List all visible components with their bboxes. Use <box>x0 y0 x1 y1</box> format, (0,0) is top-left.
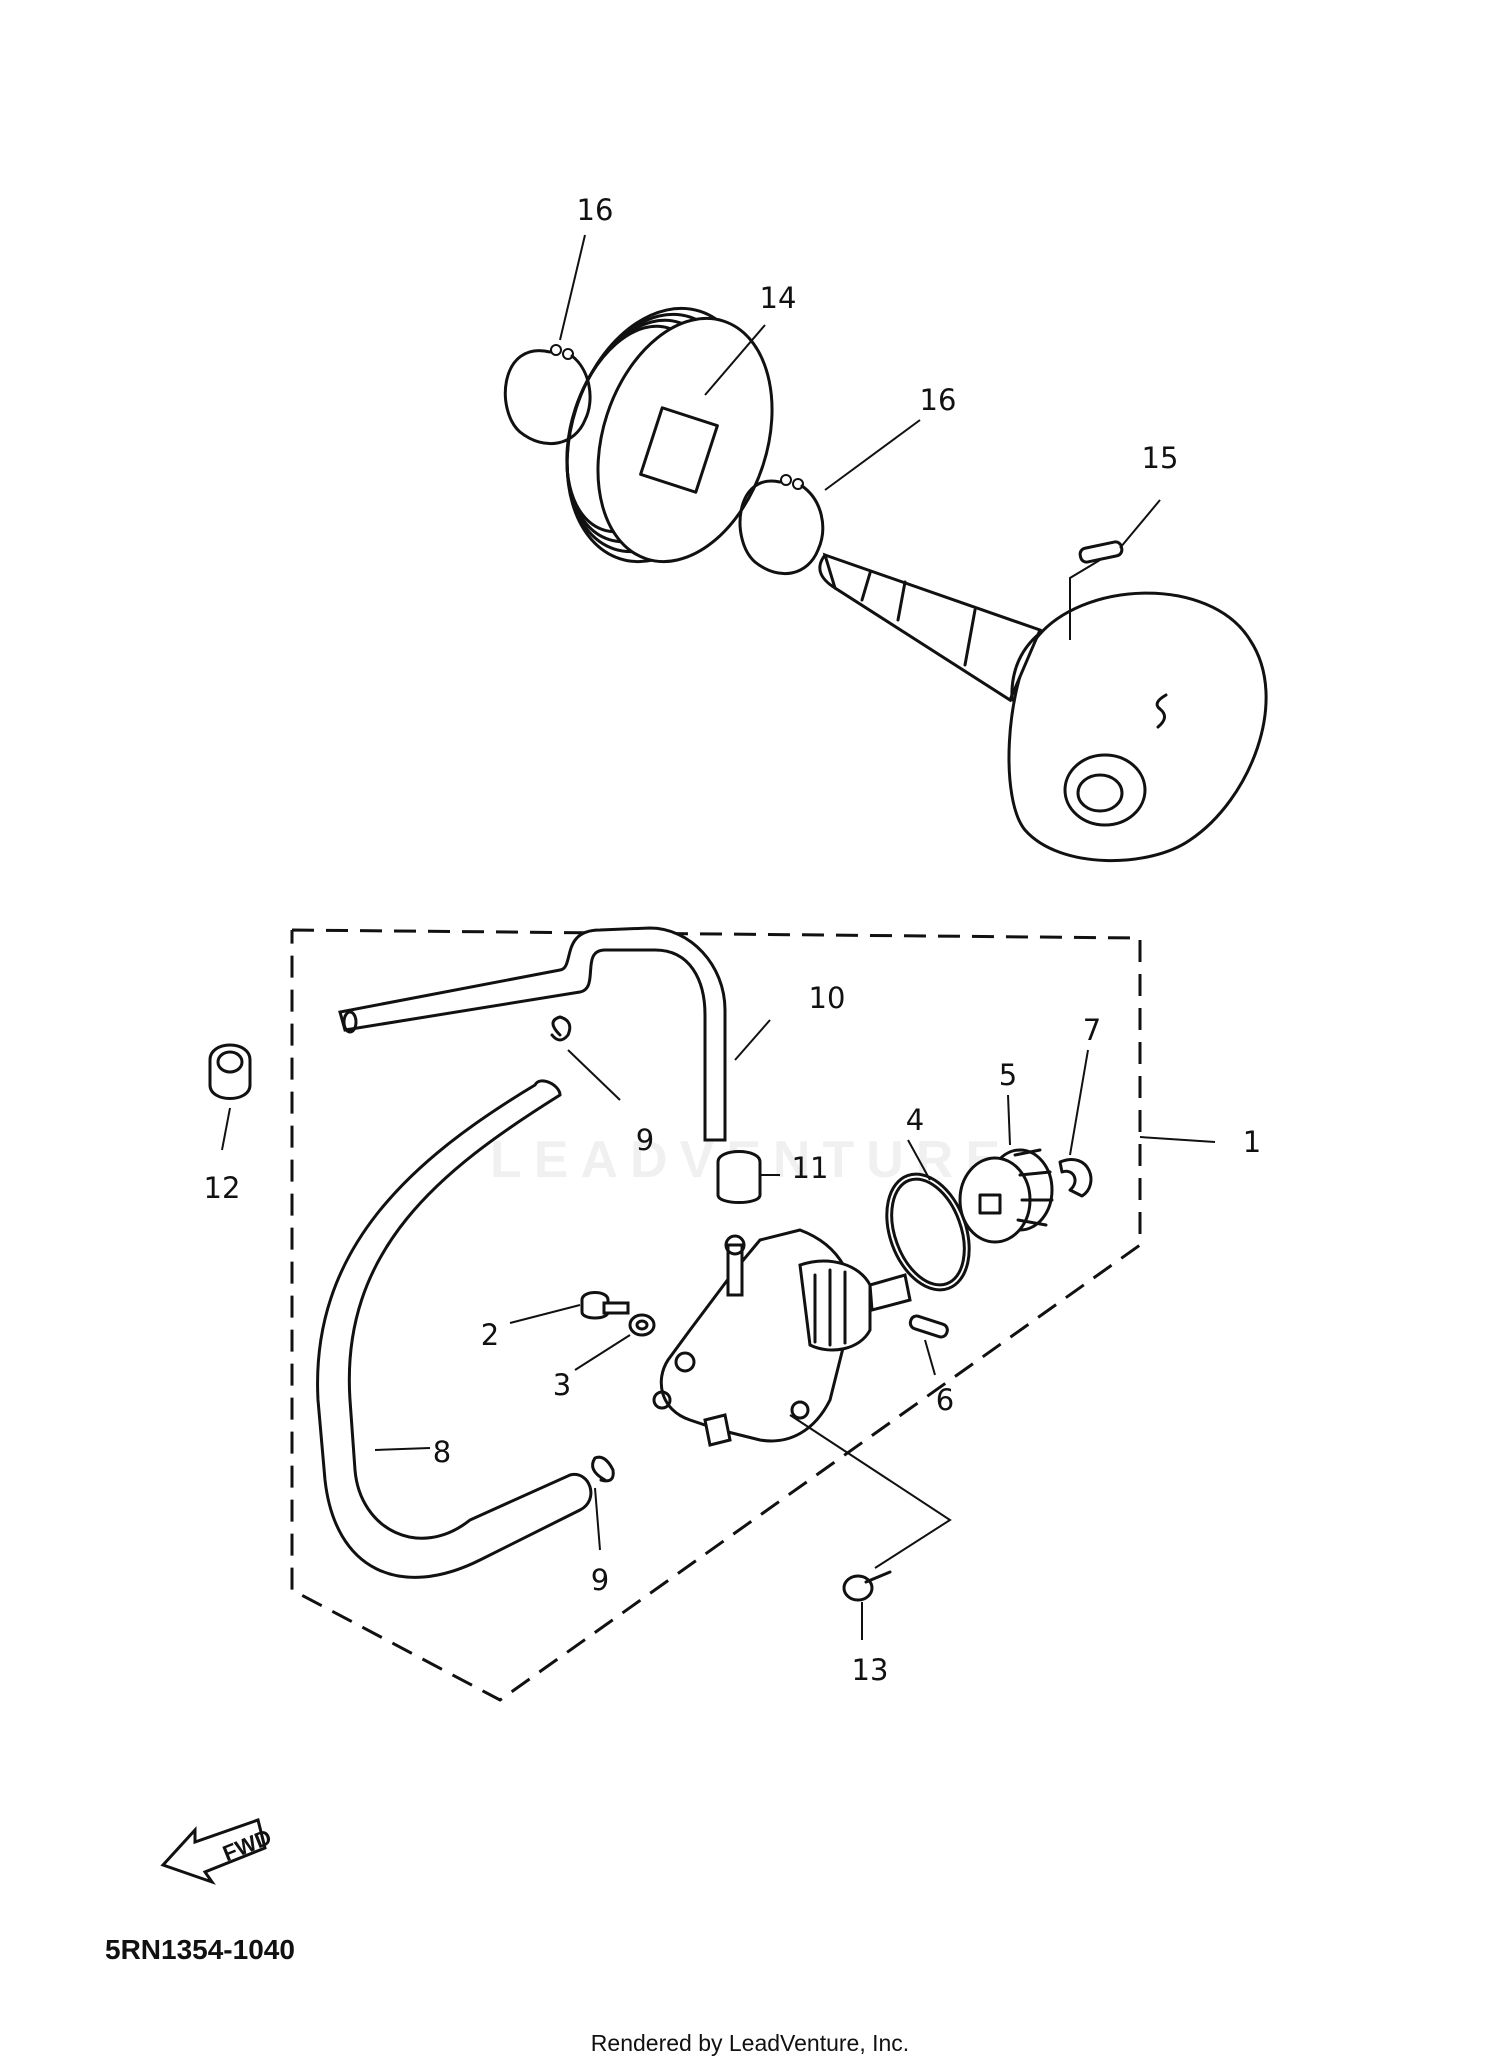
diagram-code: 5RN1354-1040 <box>105 1934 295 1965</box>
callout-1: 1 <box>1243 1125 1261 1159</box>
hose-joint <box>208 1043 252 1100</box>
drive-pulley <box>565 306 774 564</box>
circlip-right <box>738 474 825 576</box>
oil-pump-body <box>652 1228 912 1447</box>
crankshaft-pin <box>1078 540 1124 564</box>
callout-15: 15 <box>1142 441 1179 475</box>
callout-4: 4 <box>906 1103 924 1137</box>
screw <box>580 1291 630 1320</box>
callout-13: 13 <box>852 1653 889 1687</box>
drive-gear <box>958 1148 1054 1244</box>
callout-2: 2 <box>481 1318 499 1352</box>
e-clip <box>1058 1158 1093 1198</box>
oil-hose-lower <box>316 1079 593 1579</box>
callout-16-lower: 16 <box>920 383 957 417</box>
oil-hose-upper <box>338 926 727 1142</box>
callout-7: 7 <box>1083 1013 1101 1047</box>
washer <box>628 1313 656 1337</box>
callout-5: 5 <box>999 1058 1017 1092</box>
hose-fitting <box>716 1150 762 1204</box>
hose-clamp-lower <box>591 1455 615 1483</box>
callout-9-lower: 9 <box>591 1563 609 1597</box>
callout-9-upper: 9 <box>636 1123 654 1157</box>
render-credit: Rendered by LeadVenture, Inc. <box>590 2030 910 2056</box>
dowel-pin <box>908 1314 949 1339</box>
callout-14: 14 <box>760 281 797 315</box>
callout-10: 10 <box>809 981 846 1015</box>
callout-8: 8 <box>433 1435 451 1469</box>
crankshaft <box>818 552 1268 862</box>
mounting-bolt <box>842 1570 892 1602</box>
callout-11: 11 <box>792 1151 829 1185</box>
hose-clamp-upper <box>550 1015 572 1042</box>
callout-3: 3 <box>553 1368 571 1402</box>
circlip-left <box>503 344 592 446</box>
callout-12: 12 <box>204 1171 241 1205</box>
callout-6: 6 <box>936 1383 954 1417</box>
fwd-arrow: FWD <box>160 1818 275 1885</box>
callout-16-upper: 16 <box>577 193 614 227</box>
